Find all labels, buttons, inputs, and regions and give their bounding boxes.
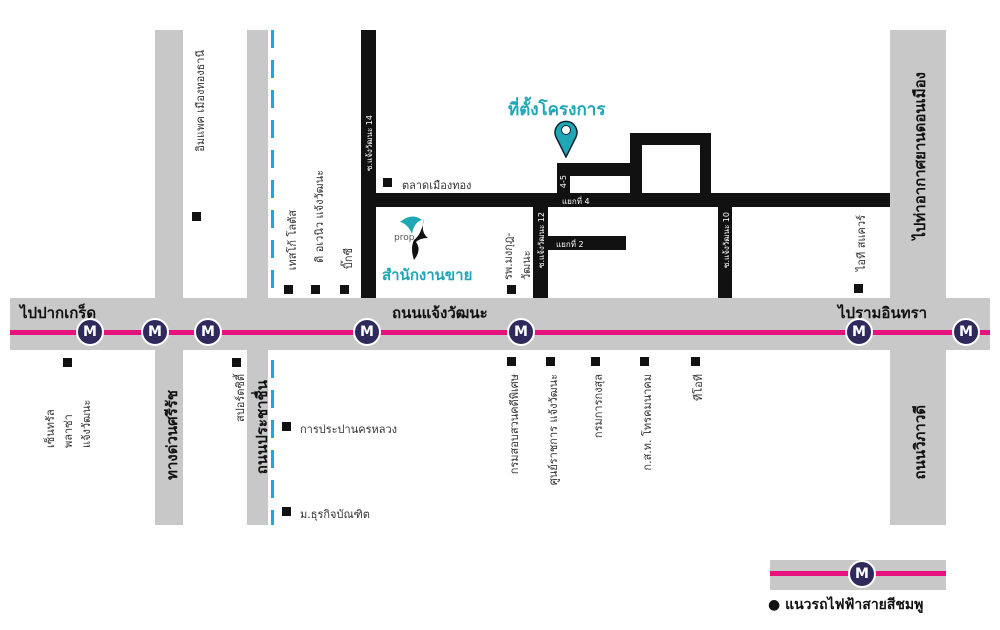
poi-marker: [507, 285, 516, 294]
poi-sport-city: สปอร์ตซิตี้: [234, 374, 247, 422]
poi-marker: [546, 357, 555, 366]
poi-hospital: รพ.มงกุฎ-วัฒนะ: [502, 232, 533, 280]
soi-4-5: [557, 163, 570, 193]
soi-12: [533, 207, 548, 298]
poi-dsi: กรมสอบสวนคดีพิเศษ: [508, 374, 521, 475]
prachachuen-label: ถนนประชาชื่น: [253, 380, 271, 475]
loop-top: [630, 133, 711, 145]
yaek45-label: 4-5: [559, 175, 568, 189]
soi-10: [718, 207, 732, 298]
poi-marker: [282, 507, 291, 516]
canal-dashed-line: [271, 30, 274, 525]
legend-metro-icon: M: [848, 560, 876, 588]
poi-it-square: ไอที สแควร์: [855, 215, 868, 272]
location-pin-icon: [554, 120, 578, 158]
poi-marker: [383, 178, 392, 187]
yaek-2: [548, 236, 626, 250]
soi-4-5-top: [570, 163, 634, 176]
soi10-label: ซ.แจ้งวัฒนะ 10: [722, 212, 731, 268]
poi-marker: [507, 357, 516, 366]
main-road-label: ถนนแจ้งวัฒนะ: [392, 304, 488, 322]
loop-left: [630, 133, 642, 207]
poi-marker: [691, 357, 700, 366]
poi-avenue: ดิ อเวนิว แจ้งวัฒนะ: [313, 170, 326, 263]
poi-market: ตลาดเมืองทอง: [402, 179, 472, 192]
logo-text: prop: [394, 233, 415, 243]
metro-station-icon: M: [845, 318, 873, 346]
poi-dpu: ม.ธุรกิจบัณฑิต: [300, 508, 370, 521]
metro-station-icon: M: [353, 318, 381, 346]
poi-marker: [282, 422, 291, 431]
sales-office-label: สำนักงานขาย: [382, 266, 473, 284]
poi-tesco: เทสโก้ โลตัส: [286, 210, 299, 271]
poi-gov-center: ศูนย์ราชการ แจ้งวัฒนะ: [547, 374, 560, 486]
poi-marker: [284, 285, 293, 294]
poi-tot: ทีโอที: [692, 374, 705, 402]
soi12-label: ซ.แจ้งวัฒนะ 12: [537, 212, 546, 268]
poi-marker: [340, 285, 349, 294]
to-airport-label: ไปท่าอากาศยานดอนเมือง: [911, 72, 929, 240]
soi-14: [361, 30, 376, 298]
to-pakkret-label: ไปปากเกร็ด: [20, 304, 97, 322]
legend-label: ● แนวรถไฟฟ้าสายสีชมพู: [768, 597, 924, 613]
metro-station-icon: M: [507, 318, 535, 346]
poi-marker: [854, 284, 863, 293]
vibhavadi-road: [890, 30, 946, 525]
poi-impact: อิมแพค เมืองทองธานี: [194, 50, 207, 152]
expressway-label: ทางด่วนศรีรัช: [163, 390, 181, 480]
project-title: ที่ตั้งโครงการ: [508, 100, 606, 120]
poi-bigc: บิ๊กซี: [342, 248, 355, 270]
poi-marker: [311, 285, 320, 294]
expressway-road: [155, 30, 183, 525]
poi-cat: ก.ส.ท. โทรคมนาคม: [641, 374, 654, 471]
to-ramintra-label: ไปรามอินทรา: [838, 304, 928, 322]
chaengwattana-road: [10, 298, 990, 350]
vibhavadi-label: ถนนวิภาวดี: [911, 405, 929, 480]
poi-marker: [232, 358, 241, 367]
poi-marker: [63, 358, 72, 367]
poi-mwa: การประปานครหลวง: [300, 423, 398, 436]
metro-station-icon: M: [952, 318, 980, 346]
poi-central: เซ็นทรัลพลาซ่า แจ้งวัฒนะ: [44, 399, 93, 448]
soi14-label: ซ.แจ้งวัฒนะ 14: [365, 115, 374, 171]
prachachuen-road: [247, 30, 268, 525]
poi-customs: กรมการกงสุล: [592, 374, 605, 439]
yaek2-label: แยกที่ 2: [556, 240, 584, 249]
prop-logo-icon: prop: [394, 216, 428, 260]
poi-marker: [591, 357, 600, 366]
loop-right: [700, 133, 711, 207]
poi-marker: [640, 357, 649, 366]
metro-station-icon: M: [76, 318, 104, 346]
metro-station-icon: M: [141, 318, 169, 346]
pink-line-rail: [10, 330, 990, 335]
metro-station-icon: M: [194, 318, 222, 346]
poi-marker: [192, 212, 201, 221]
yaek4-label: แยกที่ 4: [562, 197, 590, 206]
